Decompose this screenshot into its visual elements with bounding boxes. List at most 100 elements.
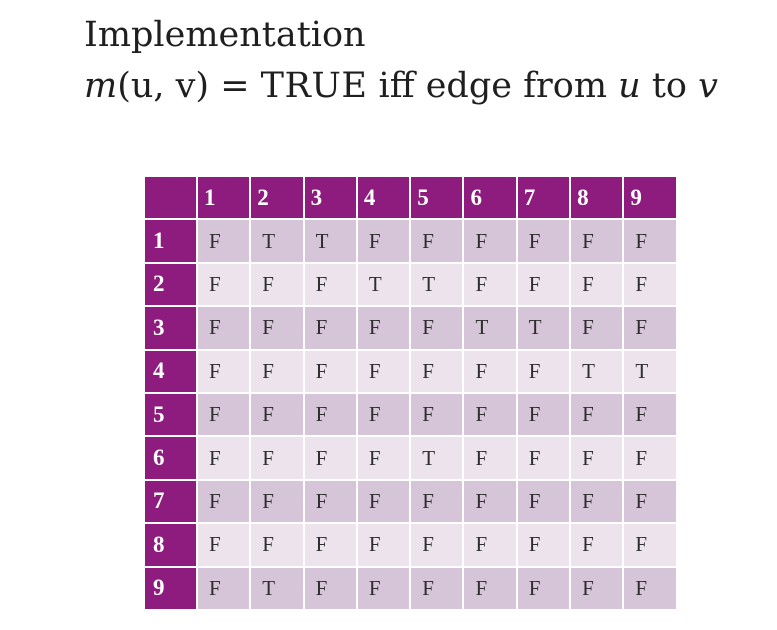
matrix-cell: T — [302, 218, 358, 264]
slide-formula: m(u, v) = TRUE iff edge from u to v — [84, 61, 718, 112]
formula-equals: = — [209, 66, 261, 106]
matrix-cell: F — [195, 478, 252, 525]
matrix-cell: F — [515, 218, 572, 264]
matrix-cell: F — [462, 478, 518, 525]
matrix-cell: F — [462, 261, 518, 308]
matrix-cell: T — [515, 305, 572, 351]
matrix-cell: F — [462, 391, 518, 438]
matrix-cell: F — [249, 305, 305, 351]
matrix-cell: F — [302, 305, 358, 351]
matrix-cell: F — [515, 522, 572, 568]
formula-u: u — [618, 66, 641, 106]
matrix-cell: F — [355, 348, 412, 394]
matrix-cell: T — [569, 348, 625, 394]
matrix-cell: F — [355, 391, 412, 438]
matrix-cell: F — [249, 391, 305, 438]
matrix-cell: T — [622, 348, 678, 394]
matrix-cell: F — [569, 522, 625, 568]
matrix-cell: F — [409, 522, 465, 568]
matrix-cell: F — [515, 348, 572, 394]
matrix-cell: F — [249, 522, 305, 568]
matrix-cell: F — [622, 435, 678, 481]
column-header-5: 5 — [409, 174, 465, 221]
matrix-cell: F — [515, 261, 572, 308]
matrix-cell: T — [409, 435, 465, 481]
matrix-cell: F — [355, 218, 412, 264]
matrix-cell: F — [515, 435, 572, 481]
matrix-cell: F — [249, 478, 305, 525]
row-header-9: 9 — [143, 565, 198, 611]
row-header-1: 1 — [143, 218, 198, 264]
matrix-cell: F — [569, 478, 625, 525]
matrix-cell: F — [302, 391, 358, 438]
formula-iff-text: iff edge from — [367, 66, 619, 106]
matrix-cell: F — [195, 522, 252, 568]
matrix-cell: F — [569, 391, 625, 438]
matrix-cell: T — [409, 261, 465, 308]
matrix-cell: F — [409, 305, 465, 351]
column-header-3: 3 — [302, 174, 358, 221]
formula-to-text: to — [640, 66, 699, 106]
matrix-cell: T — [355, 261, 412, 308]
matrix-cell: F — [249, 261, 305, 308]
row-header-4: 4 — [143, 348, 198, 394]
matrix-cell: F — [462, 435, 518, 481]
matrix-cell: F — [569, 435, 625, 481]
row-header-6: 6 — [143, 435, 198, 481]
matrix-cell: F — [515, 565, 572, 611]
matrix-cell: F — [195, 435, 252, 481]
matrix-cell: F — [195, 391, 252, 438]
matrix-cell: T — [462, 305, 518, 351]
matrix-cell: F — [249, 435, 305, 481]
column-header-4: 4 — [355, 174, 412, 221]
matrix-cell: F — [302, 435, 358, 481]
matrix-cell: F — [195, 348, 252, 394]
matrix-cell: T — [249, 218, 305, 264]
matrix-corner-cell — [143, 174, 198, 221]
matrix-cell: F — [302, 261, 358, 308]
matrix-cell: F — [302, 348, 358, 394]
matrix-cell: F — [569, 305, 625, 351]
matrix-cell: F — [569, 565, 625, 611]
matrix-cell: F — [409, 391, 465, 438]
matrix-cell: F — [195, 565, 252, 611]
matrix-cell: F — [622, 391, 678, 438]
matrix-cell: F — [355, 305, 412, 351]
matrix-cell: F — [622, 305, 678, 351]
matrix-cell: F — [462, 348, 518, 394]
matrix-cell: F — [195, 305, 252, 351]
matrix-cell: F — [195, 261, 252, 308]
row-header-7: 7 — [143, 478, 198, 525]
column-header-8: 8 — [569, 174, 625, 221]
matrix-cell: F — [622, 478, 678, 525]
matrix-cell: T — [249, 565, 305, 611]
formula-function: m — [84, 66, 118, 106]
matrix-cell: F — [622, 218, 678, 264]
column-header-1: 1 — [195, 174, 252, 221]
matrix-cell: F — [249, 348, 305, 394]
matrix-cell: F — [302, 565, 358, 611]
formula-arguments: (u, v) — [117, 66, 210, 106]
row-header-3: 3 — [143, 305, 198, 351]
column-header-2: 2 — [249, 174, 305, 221]
matrix-cell: F — [462, 565, 518, 611]
matrix-cell: F — [409, 478, 465, 525]
matrix-cell: F — [195, 218, 252, 264]
matrix-cell: F — [409, 565, 465, 611]
column-header-6: 6 — [462, 174, 518, 221]
matrix-cell: F — [515, 391, 572, 438]
formula-v: v — [698, 66, 718, 106]
matrix-cell: F — [622, 565, 678, 611]
matrix-cell: F — [355, 565, 412, 611]
matrix-cell: F — [462, 218, 518, 264]
